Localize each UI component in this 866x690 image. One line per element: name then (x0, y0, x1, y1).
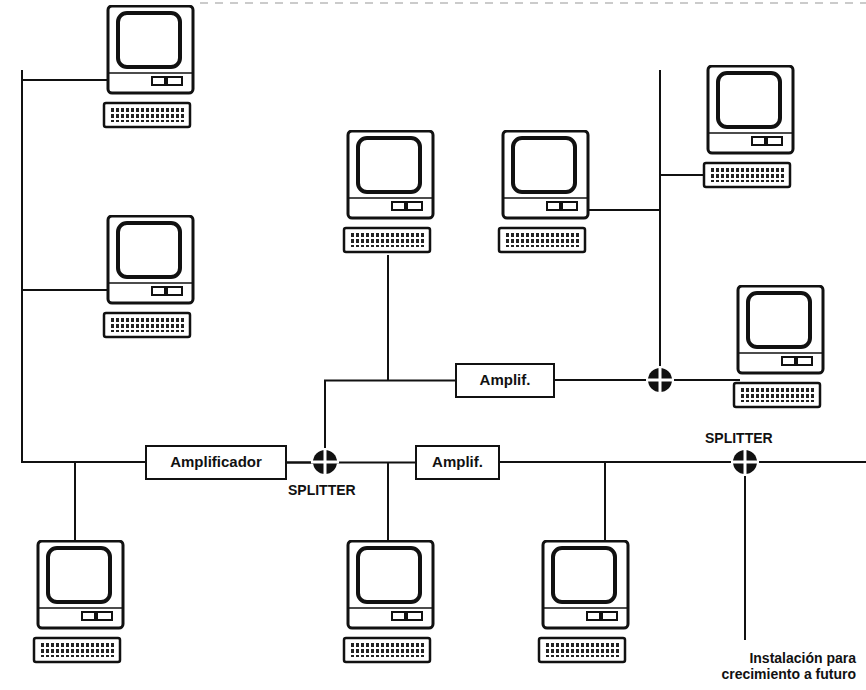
amplifier-label: Amplif. (432, 454, 483, 471)
amplifier-box: Amplif. (455, 363, 555, 398)
splitter-label: SPLITTER (705, 430, 773, 446)
amplifier-box: Amplif. (415, 445, 500, 480)
amplifier-label: Amplificador (170, 454, 262, 471)
amplifier-label: Amplif. (480, 372, 531, 389)
splitter-label: SPLITTER (288, 482, 356, 498)
amplifier-box: Amplificador (145, 445, 287, 480)
coax-cable (287, 462, 415, 464)
note-label: Instalación para crecimiento a futuro (676, 650, 856, 682)
